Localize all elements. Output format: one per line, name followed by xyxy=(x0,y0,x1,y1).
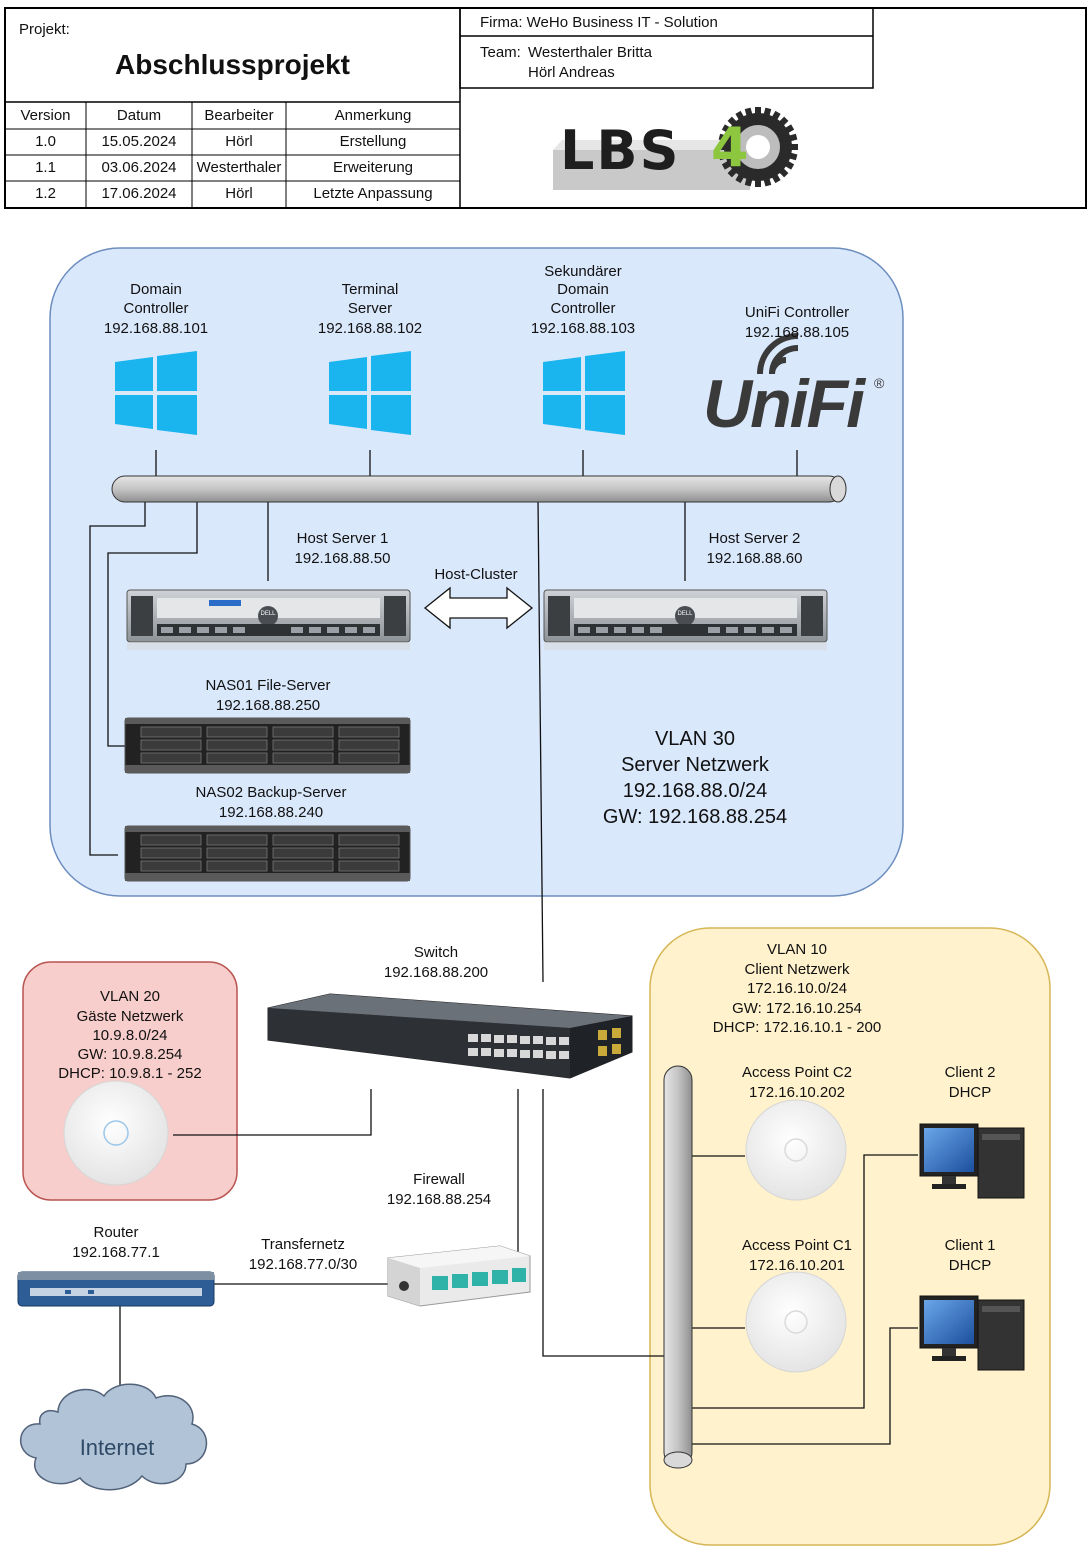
switch-icon xyxy=(267,993,633,1079)
company-name: Firma: WeHo Business IT - Solution xyxy=(480,14,718,31)
table-header: Datum xyxy=(116,107,162,124)
team-label: Team: xyxy=(480,44,521,61)
logo-text: LBS xyxy=(560,119,681,182)
nas-icon xyxy=(124,717,411,774)
table-cell: 1.0 xyxy=(35,133,56,150)
access-point-icon xyxy=(63,1080,169,1186)
team-member: Westerthaler Britta xyxy=(528,44,652,61)
table-header: Anmerkung xyxy=(334,107,412,124)
internet-cloud-icon xyxy=(19,1383,208,1491)
table-cell: Letzte Anpassung xyxy=(313,185,433,202)
desktop-computer-icon xyxy=(919,1295,1025,1371)
desktop-computer-icon xyxy=(919,1123,1025,1199)
lbs40-logo xyxy=(553,107,798,190)
firewall-icon xyxy=(387,1245,531,1307)
router-icon xyxy=(17,1271,215,1307)
logo-digit: 4 xyxy=(711,116,749,179)
table-cell: 15.05.2024 xyxy=(101,133,177,150)
project-title: Abschlussprojekt xyxy=(115,49,350,80)
nas-icon xyxy=(124,825,411,882)
table-header: Bearbeiter xyxy=(204,107,274,124)
connection-lines xyxy=(89,450,918,1445)
table-header: Version xyxy=(20,107,71,124)
title-block xyxy=(4,7,1087,209)
table-cell: 1.2 xyxy=(35,185,56,202)
server-rack-icon xyxy=(126,589,411,650)
table-cell: Westerthaler xyxy=(196,159,282,176)
table-cell: 17.06.2024 xyxy=(101,185,177,202)
team-member: Hörl Andreas xyxy=(528,64,615,81)
access-point-icon xyxy=(745,1271,847,1373)
client-bus xyxy=(663,1065,693,1469)
windows-icon xyxy=(115,351,197,435)
client-network-zone xyxy=(649,927,1051,1546)
unifi-logo: UniFi xyxy=(703,366,865,442)
host-cluster-arrow xyxy=(423,586,534,630)
internet-label: Internet xyxy=(79,1435,155,1460)
access-point-icon xyxy=(745,1099,847,1201)
server-rack-icon xyxy=(543,589,828,650)
dell-badge: DELL xyxy=(260,611,276,617)
projekt-label: Projekt: xyxy=(19,21,70,38)
windows-icon xyxy=(329,351,411,435)
dell-badge: DELL xyxy=(677,611,693,617)
server-bus xyxy=(111,475,847,503)
table-cell: Erstellung xyxy=(339,133,407,150)
host-cluster-label: Host-Cluster xyxy=(434,566,518,583)
unifi-wifi-icon xyxy=(757,333,799,375)
unifi-registered-mark: ® xyxy=(874,375,885,391)
table-cell: Hörl xyxy=(225,133,253,150)
windows-icon xyxy=(543,351,625,435)
table-cell: Erweiterung xyxy=(332,159,414,176)
table-cell: Hörl xyxy=(225,185,253,202)
table-cell: 03.06.2024 xyxy=(101,159,177,176)
table-cell: 1.1 xyxy=(35,159,56,176)
